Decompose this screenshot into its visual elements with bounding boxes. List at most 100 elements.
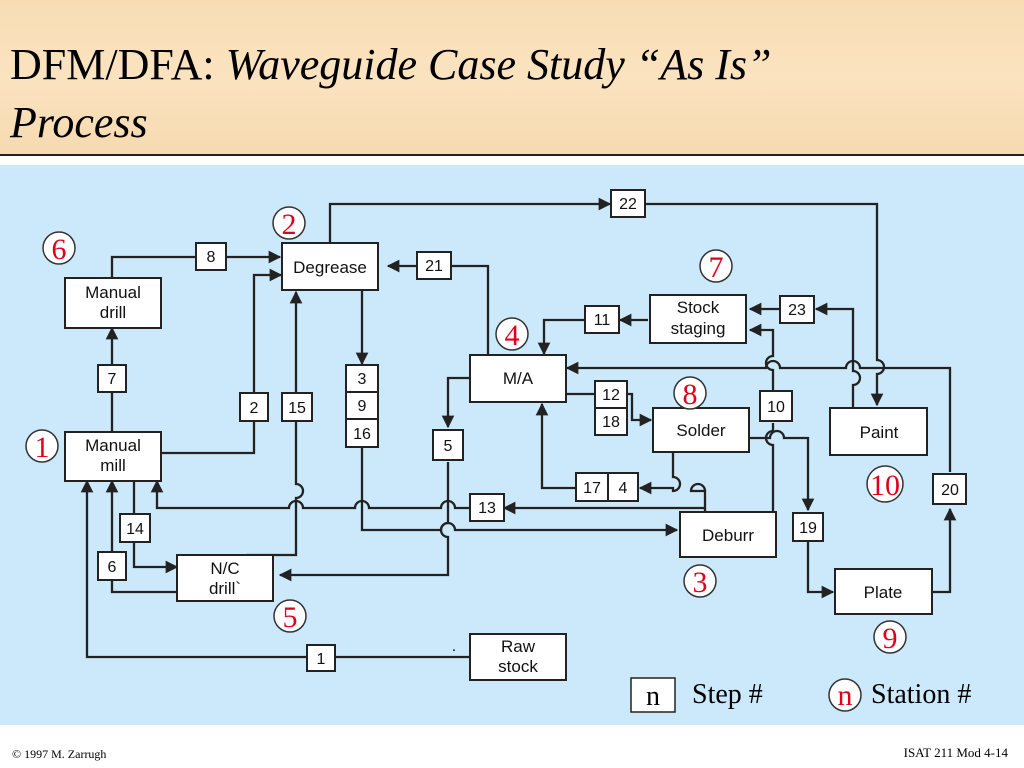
connector-20-to-ma xyxy=(565,359,952,472)
svg-text:6: 6 xyxy=(108,559,117,576)
svg-text:14: 14 xyxy=(126,521,144,538)
step-box-15: 15 xyxy=(281,392,313,422)
raw-stock-label-2: stock xyxy=(498,657,538,676)
svg-text:2: 2 xyxy=(282,208,297,241)
station-number-markers: 6 2 7 4 8 1 10 3 5 9 xyxy=(25,206,907,655)
connector-paint-to-23 xyxy=(814,302,862,407)
svg-text:6: 6 xyxy=(52,233,67,266)
station-marker-10: 10 xyxy=(866,465,904,503)
svg-text:4: 4 xyxy=(505,319,520,352)
step-box-16: 16 xyxy=(345,418,379,448)
svg-text:11: 11 xyxy=(594,312,611,329)
step-box-2: 2 xyxy=(239,392,269,422)
step-box-22: 22 xyxy=(610,189,646,218)
step-box-20: 20 xyxy=(932,473,967,505)
step-box-3: 3 xyxy=(345,364,379,393)
svg-text:5: 5 xyxy=(283,601,298,634)
connector-deburr-to-13 xyxy=(502,482,707,515)
station-ma: M/A xyxy=(469,354,567,403)
svg-text:17: 17 xyxy=(583,480,601,497)
svg-text:8: 8 xyxy=(683,378,698,411)
station-degrease: Degrease xyxy=(281,242,379,291)
svg-text:10: 10 xyxy=(870,469,900,502)
raw-stock-label-1: Raw xyxy=(501,637,536,656)
svg-text:7: 7 xyxy=(709,251,724,284)
step-box-17: 17 xyxy=(575,472,609,502)
connector-19-to-plate xyxy=(806,542,835,599)
connector-solder-to-19 xyxy=(727,429,815,512)
svg-text:1: 1 xyxy=(317,651,326,668)
legend-station-symbol: n xyxy=(838,679,853,712)
station-marker-3: 3 xyxy=(683,564,717,599)
svg-text:2: 2 xyxy=(250,400,259,417)
plate-label: Plate xyxy=(864,583,903,602)
station-marker-7: 7 xyxy=(699,249,733,284)
step-boxes: 1 2 3 9 16 5 6 7 8 10 11 12 18 13 14 15 … xyxy=(97,189,967,672)
connector-17-to-ma xyxy=(535,402,576,490)
connector-degrease-to-paint xyxy=(328,197,612,243)
connector-solder-to-17 xyxy=(638,452,682,495)
station-marker-4: 4 xyxy=(495,317,529,352)
connector-ma-to-ncdrill xyxy=(441,376,470,429)
svg-text:18: 18 xyxy=(602,414,620,431)
step-box-23: 23 xyxy=(779,295,815,324)
manual-mill-label-1: Manual xyxy=(85,436,141,455)
svg-text:15: 15 xyxy=(288,400,306,417)
station-deburr: Deburr xyxy=(679,511,777,558)
connector-raw-to-mill xyxy=(80,479,470,659)
connector-13-to-mill xyxy=(150,479,470,510)
step-box-11: 11 xyxy=(584,305,620,334)
step-box-10: 10 xyxy=(759,390,793,422)
paint-label: Paint xyxy=(860,423,899,442)
svg-text:8: 8 xyxy=(207,249,216,266)
step-box-21: 21 xyxy=(416,251,452,280)
station-paint: Paint xyxy=(829,407,928,456)
svg-text:21: 21 xyxy=(425,258,443,275)
connector-ncdrill-to-6 xyxy=(110,580,177,594)
svg-text:23: 23 xyxy=(788,302,806,319)
svg-text:3: 3 xyxy=(358,371,367,388)
step-box-1: 1 xyxy=(306,644,336,672)
step-box-7: 7 xyxy=(97,364,127,393)
slide-title: DFM/DFA: Waveguide Case Study “As Is” Pr… xyxy=(10,36,1010,152)
connector-5-to-ncdrill xyxy=(278,462,450,582)
stock-staging-label-1: Stock xyxy=(677,298,720,317)
nc-drill-label-1: N/C xyxy=(210,559,239,578)
step-box-12: 12 xyxy=(594,380,628,409)
station-marker-1: 1 xyxy=(25,429,59,464)
copyright-footer: © 1997 M. Zarrugh xyxy=(12,747,107,761)
svg-text:22: 22 xyxy=(619,196,637,213)
step-box-5: 5 xyxy=(432,429,464,461)
legend: n Step # n Station # xyxy=(630,677,971,713)
svg-text:19: 19 xyxy=(799,520,817,537)
station-marker-8: 8 xyxy=(673,376,707,411)
svg-text:13: 13 xyxy=(478,500,496,517)
station-stock-staging: Stock staging xyxy=(649,294,747,344)
svg-text:5: 5 xyxy=(444,438,453,455)
connector-mill-to-degrease xyxy=(160,268,283,455)
station-solder: Solder xyxy=(652,407,750,453)
connector-plate-to-20 xyxy=(933,507,957,594)
connector-ncdrill-to-degrease xyxy=(246,290,305,557)
station-manual-mill: Manual mill xyxy=(64,431,162,482)
slide-header: DFM/DFA: Waveguide Case Study “As Is” Pr… xyxy=(0,0,1024,156)
manual-mill-label-2: mill xyxy=(100,456,126,475)
stock-staging-label-2: staging xyxy=(671,319,726,338)
station-marker-5: 5 xyxy=(273,599,307,634)
svg-text:4: 4 xyxy=(619,480,628,497)
flow-connectors xyxy=(80,197,957,659)
station-marker-2: 2 xyxy=(272,206,306,241)
connector-11-to-ma xyxy=(537,318,585,356)
legend-step-label: Step # xyxy=(692,679,763,710)
step-box-18: 18 xyxy=(594,407,628,436)
title-prefix: DFM/DFA: xyxy=(10,40,226,89)
step-box-13: 13 xyxy=(469,493,505,522)
connector-14-to-ncdrill xyxy=(132,542,179,574)
station-raw-stock: Raw stock xyxy=(469,633,567,681)
legend-step-entry: n Step # xyxy=(630,677,763,713)
svg-text:12: 12 xyxy=(602,387,620,404)
step-box-6: 6 xyxy=(97,551,127,581)
svg-text:9: 9 xyxy=(358,398,367,415)
station-manual-drill: Manual drill xyxy=(64,277,162,329)
